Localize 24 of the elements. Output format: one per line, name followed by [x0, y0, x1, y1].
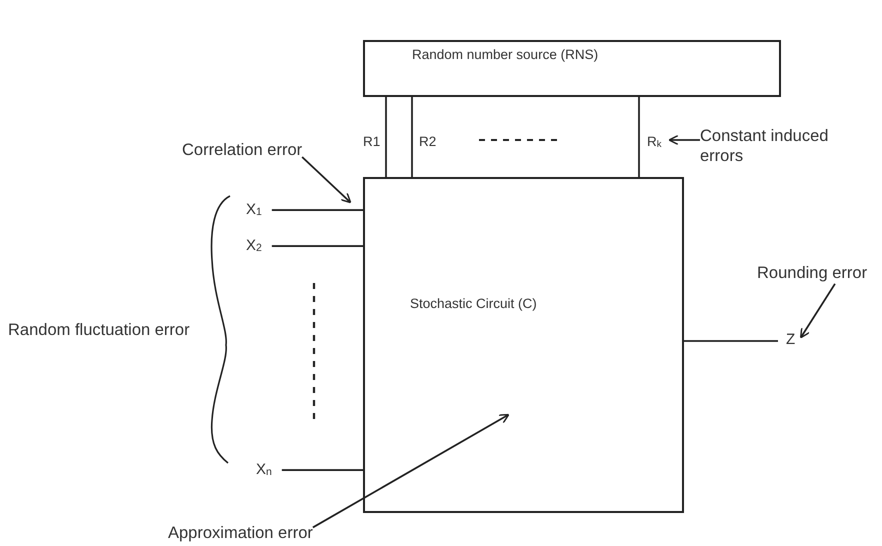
connector-line [411, 97, 413, 177]
signal-label: Z [786, 331, 796, 349]
error-label: Correlation error [182, 141, 302, 161]
connector-line [272, 209, 363, 211]
signal-label: X$_{n}$ [256, 461, 272, 479]
box-label: Random number source (RNS) [412, 47, 598, 62]
box-label: Stochastic Circuit (C) [410, 296, 537, 311]
signal-label: X$_{2}$ [246, 237, 262, 255]
error-label: Constant induced errors [700, 127, 840, 167]
arrow [312, 414, 510, 528]
process-box [363, 40, 781, 97]
arrow [668, 134, 700, 146]
process-box [363, 177, 684, 513]
text-label: Random fluctuation error [8, 321, 190, 340]
error-label: Approximation error [168, 524, 313, 544]
connector-line [684, 340, 778, 342]
connector-line [272, 245, 363, 247]
connector-line [282, 469, 363, 471]
connector-line [638, 97, 640, 177]
arrow [302, 156, 352, 204]
error-label: Rounding error [757, 264, 868, 284]
signal-label: X$_{1}$ [246, 201, 262, 219]
arrow [800, 283, 836, 338]
connector-line [385, 97, 387, 177]
